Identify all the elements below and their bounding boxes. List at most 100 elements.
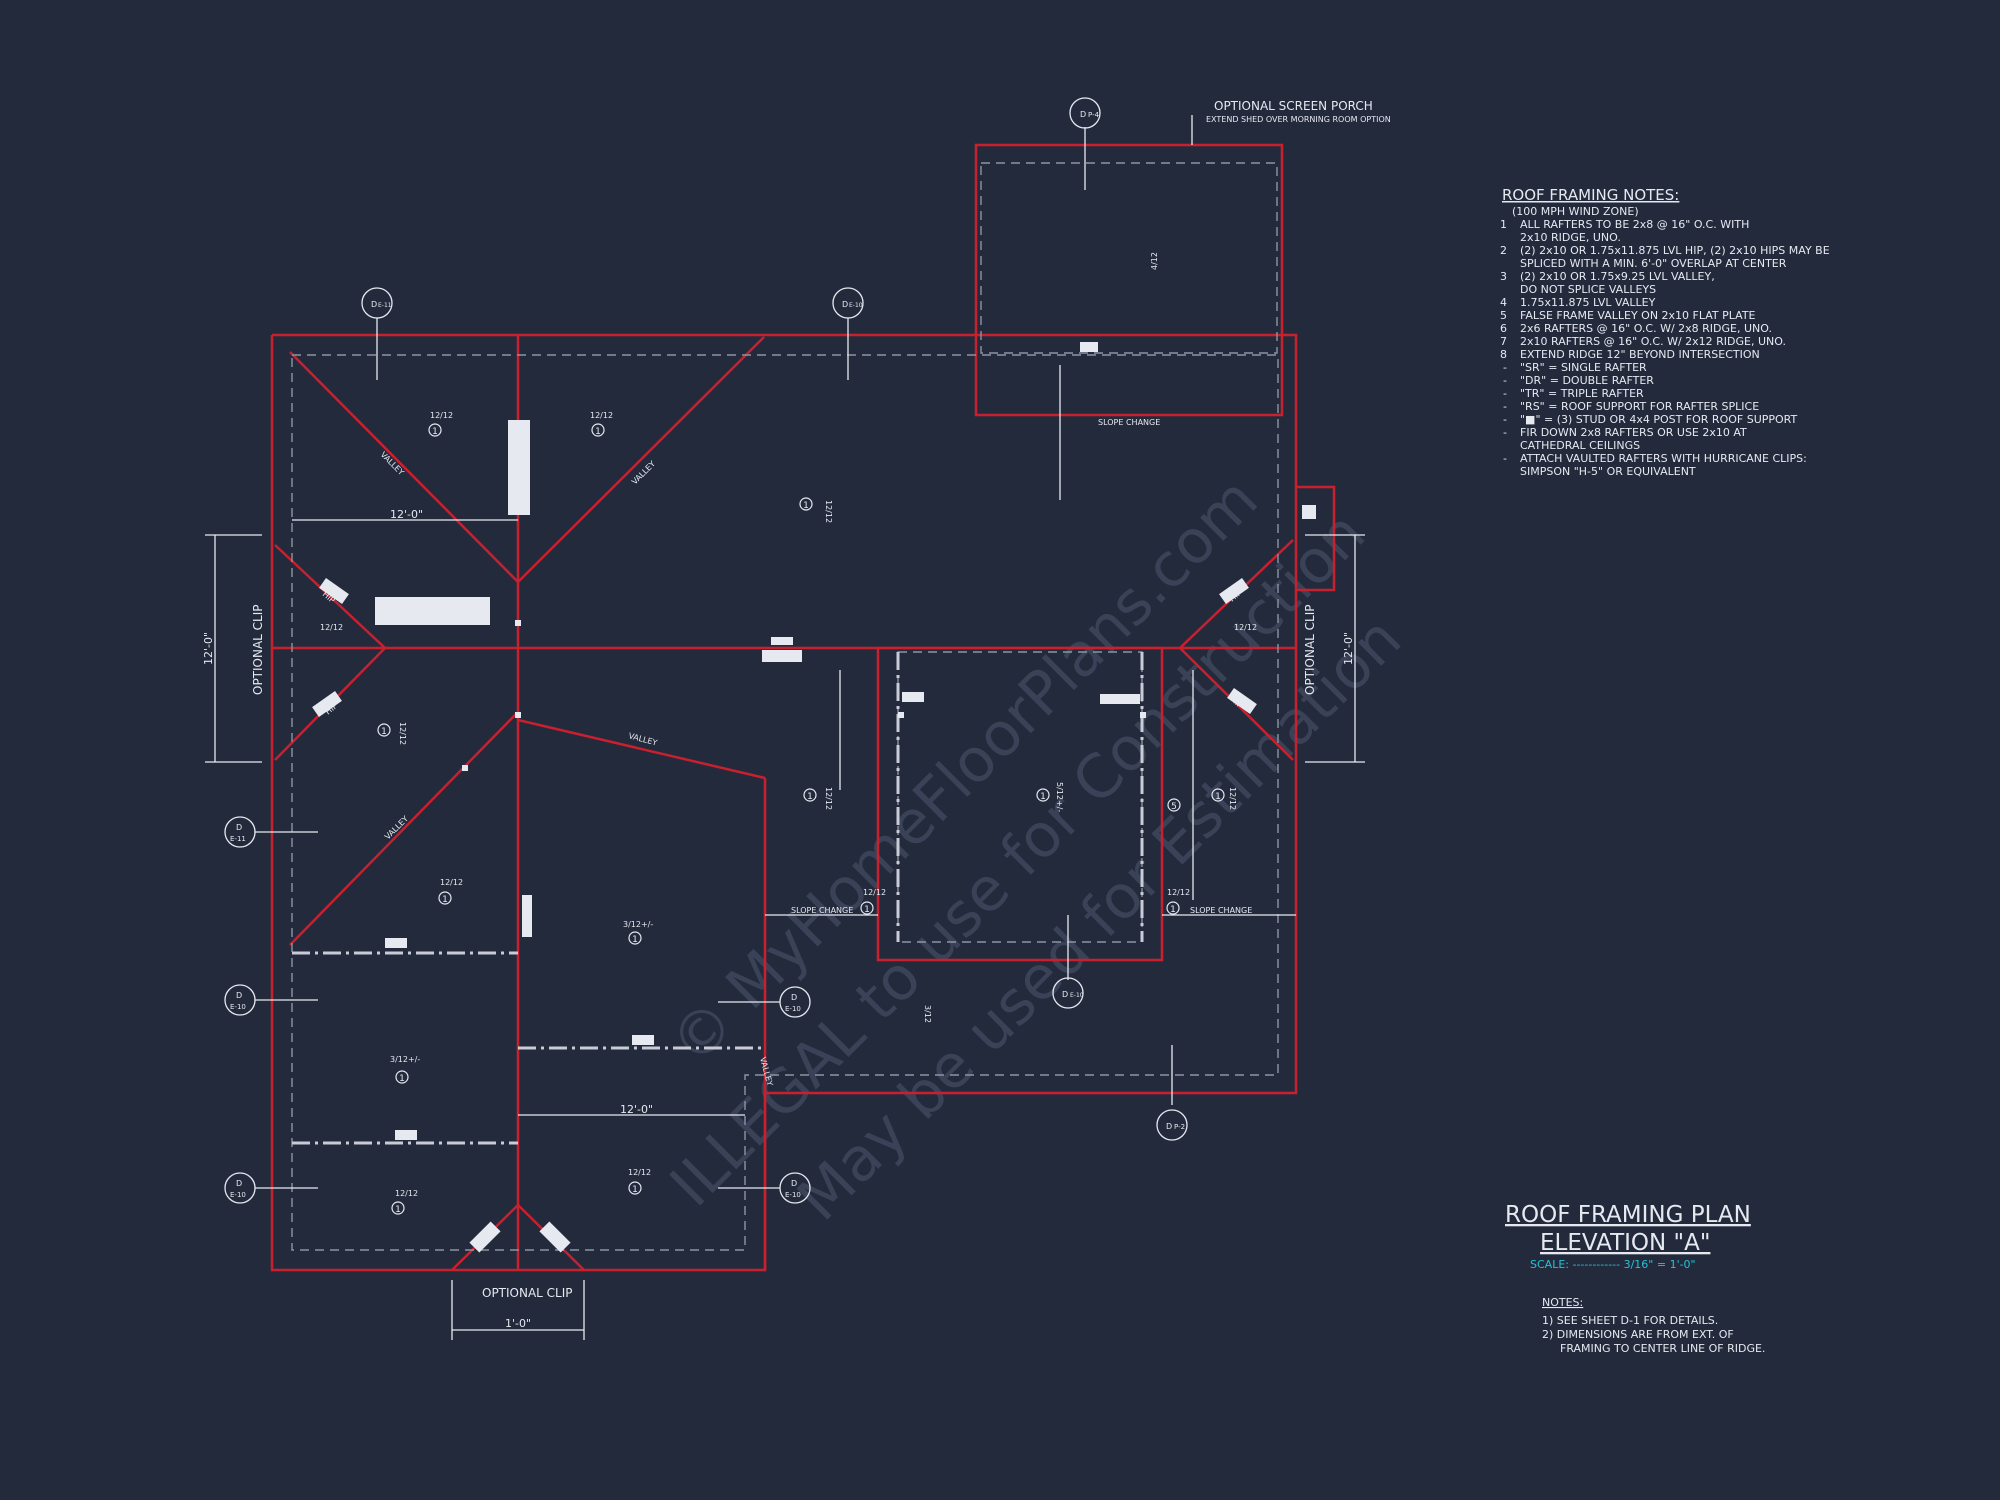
section-tag-left-1: D E-11 (224, 816, 256, 848)
slope-change-porch: SLOPE CHANGE (1098, 418, 1160, 427)
marker-label-13: 1 (399, 1074, 405, 1084)
plan-note-2b: FRAMING TO CENTER LINE OF RIDGE. (1560, 1342, 1765, 1355)
roof-framing-notes: ROOF FRAMING NOTES: (100 MPH WIND ZONE) … (1500, 186, 1830, 478)
hip-block-1 (319, 578, 349, 604)
section-tag-mid-1: D E-10 (779, 986, 811, 1018)
note-text-3b: DO NOT SPLICE VALLEYS (1520, 283, 1656, 296)
dash-bullet-1: - (1503, 361, 1507, 374)
note-num-6: 6 (1500, 322, 1507, 335)
post-2 (375, 597, 490, 625)
pitch-9: 5/12+/- (1055, 782, 1064, 812)
plan-title: ROOF FRAMING PLAN (1505, 1202, 1751, 1228)
section-tag-mid-1-ring (779, 986, 811, 1018)
note-text-6: 2x6 RAFTERS @ 16" O.C. W/ 2x8 RIDGE, UNO… (1520, 322, 1772, 335)
note-text-4: 1.75x11.875 LVL VALLEY (1520, 296, 1656, 309)
dash-bullet-5: - (1503, 413, 1507, 426)
section-tag-mid-1-sheet: E-10 (785, 1005, 801, 1013)
section-tag-porch-ring (1069, 97, 1101, 129)
framing-notes-title: ROOF FRAMING NOTES: (1502, 186, 1679, 204)
section-tag-left-1-ring (224, 816, 256, 848)
post-7 (1080, 342, 1098, 352)
dim-12-0-right: 12'-0" (1342, 632, 1355, 665)
section-tag-top-sheet: E-10 (849, 302, 863, 309)
marker-label-15: 1 (395, 1205, 401, 1215)
marker-label-1: 1 (432, 427, 438, 437)
section-tag-center-sheet: E-10 (1070, 992, 1084, 999)
pitch-17: 12/12 (628, 1168, 651, 1177)
dash-note-7b: SIMPSON "H-5" OR EQUIVALENT (1520, 465, 1696, 478)
section-tag-porch-d: D (1080, 110, 1086, 119)
section-tag-left-3-ring (224, 1172, 256, 1204)
section-tag-center-ring (1052, 977, 1084, 1009)
note-text-1b: 2x10 RIDGE, UNO. (1520, 231, 1621, 244)
marker-label-14: 1 (632, 1185, 638, 1195)
note-text-5: FALSE FRAME VALLEY ON 2x10 FLAT PLATE (1520, 309, 1756, 322)
hip-block-3 (1219, 578, 1249, 604)
marker-circle-9 (438, 891, 452, 905)
note-text-2b: SPLICED WITH A MIN. 6'-0" OVERLAP AT CEN… (1520, 257, 1787, 270)
note-num-7: 7 (1500, 335, 1507, 348)
dash-bullet-2: - (1503, 374, 1507, 387)
dim-12-0-left: 12'-0" (202, 632, 215, 665)
pitch-10: 12/12 (1228, 787, 1237, 810)
dash-bullet-4: - (1503, 400, 1507, 413)
pitch-6: 12/12 (1234, 623, 1257, 632)
post-4 (771, 637, 793, 645)
marker-circle-14 (628, 1181, 642, 1195)
post-6 (1100, 694, 1140, 704)
note-num-8: 8 (1500, 348, 1507, 361)
section-tag-bottom-ring (1156, 1109, 1188, 1141)
right-bump-outline (1296, 485, 1336, 592)
dimension-lines (205, 115, 1365, 1340)
dash-note-3: "TR" = TRIPLE RAFTER (1520, 387, 1644, 400)
note-text-7: 2x10 RAFTERS @ 16" O.C. W/ 2x12 RIDGE, U… (1520, 335, 1786, 348)
wall-left-step (517, 718, 766, 780)
slope-change-left: SLOPE CHANGE (791, 906, 853, 915)
post-10 (632, 1035, 654, 1045)
dim-12-0-bottom: 12'-0" (620, 1103, 653, 1116)
pitch-8: 12/12 (824, 787, 833, 810)
marker-label-10: 1 (864, 905, 870, 915)
post-5 (902, 692, 924, 702)
note-num-3: 3 (1500, 270, 1507, 283)
note-marker-labels: 1 1 1 1 1 1 1 5 1 1 1 1 1 1 1 (381, 427, 1221, 1215)
section-tag-left-top-ring (361, 287, 393, 319)
plan-subtitle: ELEVATION "A" (1540, 1230, 1710, 1256)
pitch-18: 12/12 (395, 1189, 418, 1198)
section-tag-top: D E-10 (832, 287, 864, 319)
callouts: OPTIONAL SCREEN PORCH EXTEND SHED OVER M… (202, 99, 1391, 1330)
slope-change-right: SLOPE CHANGE (1190, 906, 1252, 915)
note-num-2: 2 (1500, 244, 1507, 257)
section-tag-left-3: D E-10 (224, 1172, 256, 1204)
marker-label-2: 1 (595, 427, 601, 437)
pitch-5: 12/12 (320, 623, 343, 632)
note-num-4: 4 (1500, 296, 1507, 309)
note-text-8: EXTEND RIDGE 12" BEYOND INTERSECTION (1520, 348, 1760, 361)
note-text-3: (2) 2x10 OR 1.75x9.25 LVL VALLEY, (1520, 270, 1715, 283)
note-text-1: ALL RAFTERS TO BE 2x8 @ 16" O.C. WITH (1520, 218, 1749, 231)
dim-12-0-top: 12'-0" (390, 508, 423, 521)
marker-label-9: 1 (442, 895, 448, 905)
pitch-7: 12/12 (398, 722, 407, 745)
section-tag-left-2: D E-10 (224, 984, 256, 1016)
section-tag-left-top-sheet: E-11 (378, 302, 392, 309)
note-text-2: (2) 2x10 OR 1.75x11.875 LVL HIP, (2) 2x1… (1520, 244, 1830, 257)
dim-1-0: 1'-0" (505, 1317, 531, 1330)
dash-note-2: "DR" = DOUBLE RAFTER (1520, 374, 1654, 387)
framing-notes-dashed: - "SR" = SINGLE RAFTER - "DR" = DOUBLE R… (1503, 361, 1807, 478)
marker-label-8: 5 (1171, 802, 1177, 812)
overhang-garage (897, 651, 1143, 943)
section-tag-left-2-d: D (236, 991, 242, 1000)
overhang-dashed-lines (291, 162, 1279, 1251)
post-9 (522, 895, 532, 937)
screen-porch-title: OPTIONAL SCREEN PORCH (1214, 99, 1373, 113)
marker-circle-10 (860, 901, 874, 915)
note-num-1: 1 (1500, 218, 1507, 231)
pitch-3: 12/12 (824, 500, 833, 523)
section-tags: D P-4 D E-11 D E-10 D E-11 D E-10 D E-10 (224, 97, 1188, 1204)
post-13 (515, 712, 521, 718)
section-tag-left-1-sheet: E-11 (230, 835, 246, 843)
dash-note-7: ATTACH VAULTED RAFTERS WITH HURRICANE CL… (1520, 452, 1807, 465)
framing-notes-wind-zone: (100 MPH WIND ZONE) (1512, 205, 1639, 218)
section-tag-top-ring (832, 287, 864, 319)
